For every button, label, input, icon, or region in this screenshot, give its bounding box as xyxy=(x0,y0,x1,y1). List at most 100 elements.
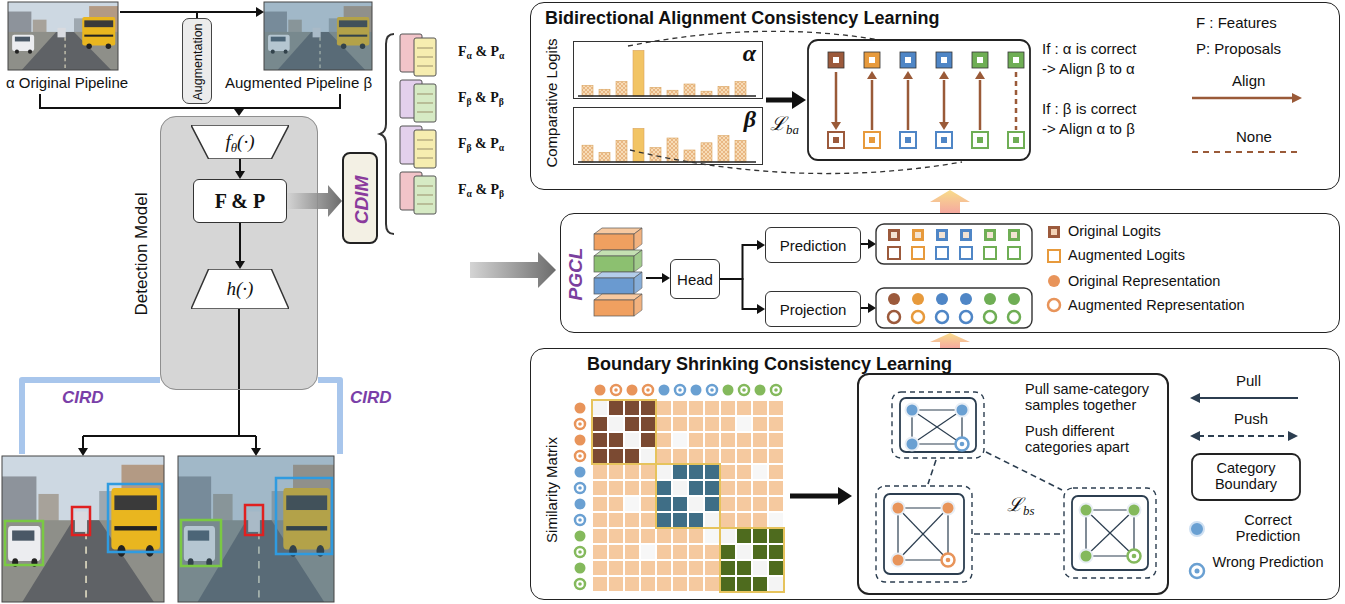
header-sample xyxy=(578,422,582,426)
matrix-cell xyxy=(689,401,703,415)
subscript: α xyxy=(499,51,504,61)
matrix-cell xyxy=(657,401,671,415)
matrix-cell xyxy=(673,577,687,591)
wrong-sample xyxy=(946,558,951,563)
augmented-logit xyxy=(888,247,900,259)
card-line xyxy=(417,66,433,67)
card-line xyxy=(417,48,433,49)
logit-bar xyxy=(684,150,695,162)
original-logit xyxy=(960,229,972,241)
connector xyxy=(235,223,245,269)
pull-line xyxy=(897,508,898,560)
correct-sample xyxy=(1080,504,1093,517)
logit-bar xyxy=(701,143,712,162)
pipeline-arrows-part xyxy=(120,11,256,13)
align-line xyxy=(943,80,946,122)
matrix-cell xyxy=(657,561,671,575)
arrow-head xyxy=(235,171,245,179)
header-sample xyxy=(646,388,650,392)
matrix-cell xyxy=(673,481,687,495)
proposal-card xyxy=(414,84,436,122)
card-line xyxy=(417,57,433,58)
representation-box xyxy=(876,288,1032,328)
augmented-image xyxy=(264,2,372,70)
subscript: bs xyxy=(1023,503,1034,518)
pull-line xyxy=(898,508,948,560)
matrix-cell xyxy=(769,561,783,575)
legend-label: Align xyxy=(1232,72,1265,89)
header-sample xyxy=(575,419,585,429)
subscript: α xyxy=(467,51,472,61)
matrix-cell xyxy=(689,545,703,559)
cird-bar-part xyxy=(22,380,160,454)
matrix-cell xyxy=(769,545,783,559)
chart-axis xyxy=(578,161,756,163)
matrix-cell xyxy=(721,449,735,463)
matrix-cell xyxy=(625,465,639,479)
trapezoid-node: h(·) xyxy=(191,269,289,309)
logit-bar xyxy=(616,140,627,162)
matrix-cell xyxy=(657,481,671,495)
original-logit xyxy=(1013,57,1019,63)
original-representation xyxy=(912,293,924,305)
annotation-label: Fα & Pα xyxy=(458,44,504,60)
header-sample xyxy=(707,385,717,395)
matrix-cell xyxy=(769,481,783,495)
header-sample xyxy=(578,486,582,490)
header-sample xyxy=(595,385,606,396)
connector xyxy=(235,159,245,179)
matrix-cell xyxy=(737,449,751,463)
connector-line xyxy=(720,245,758,279)
node-text: ℒbs xyxy=(1007,491,1034,517)
matrix-cell xyxy=(705,497,719,511)
header-sample xyxy=(575,563,586,574)
card-line xyxy=(417,158,433,159)
pull-line xyxy=(947,508,948,560)
arrow-head xyxy=(831,122,841,130)
matrix-cell xyxy=(657,513,671,527)
correct-sample xyxy=(906,404,919,417)
legend-label: Original Representation xyxy=(1068,273,1220,289)
matrix-cell xyxy=(753,481,767,495)
category-boundary xyxy=(876,486,972,582)
matrix-cell xyxy=(753,513,767,527)
process-box: PGCLHeadPredictionProjection xyxy=(560,213,1340,333)
original-logit xyxy=(1008,229,1020,241)
augmented-representation xyxy=(960,311,972,323)
matrix-cell xyxy=(625,433,639,447)
logit-bar xyxy=(735,82,746,96)
pull-line xyxy=(898,508,948,560)
augmented-logit xyxy=(984,247,996,259)
input-image-part xyxy=(8,2,118,70)
original-logit xyxy=(1011,232,1017,238)
output-image-part xyxy=(2,456,164,602)
matrix-cell xyxy=(657,529,671,543)
wrong-sample xyxy=(956,438,969,451)
matrix-cell xyxy=(657,417,671,431)
dashed-link xyxy=(630,150,962,174)
header-sample xyxy=(578,582,582,586)
matrix-cell xyxy=(641,401,655,415)
legend-label: Category Boundary xyxy=(1194,460,1298,492)
logit-bar xyxy=(718,136,729,162)
matrix-cell xyxy=(753,577,767,591)
matrix-cell xyxy=(625,513,639,527)
subscript: β xyxy=(467,97,472,107)
align-line xyxy=(871,80,874,130)
card-line xyxy=(417,186,433,187)
header-sample xyxy=(611,385,621,395)
matrix-cell xyxy=(769,529,783,543)
matrix-cell xyxy=(609,465,623,479)
node-label: Bidirectional Alignment Consistency Lear… xyxy=(545,8,939,29)
logit-box xyxy=(876,224,1032,264)
align-line xyxy=(979,80,982,130)
matrix-cell xyxy=(753,401,767,415)
matrix-cell xyxy=(593,513,607,527)
connector-line xyxy=(239,159,241,172)
matrix-cell xyxy=(737,465,751,479)
subscript: β xyxy=(499,97,504,107)
matrix-cell xyxy=(689,433,703,447)
logit-bar xyxy=(718,86,729,96)
card-line xyxy=(417,204,433,205)
legend-sample xyxy=(1192,151,1302,153)
